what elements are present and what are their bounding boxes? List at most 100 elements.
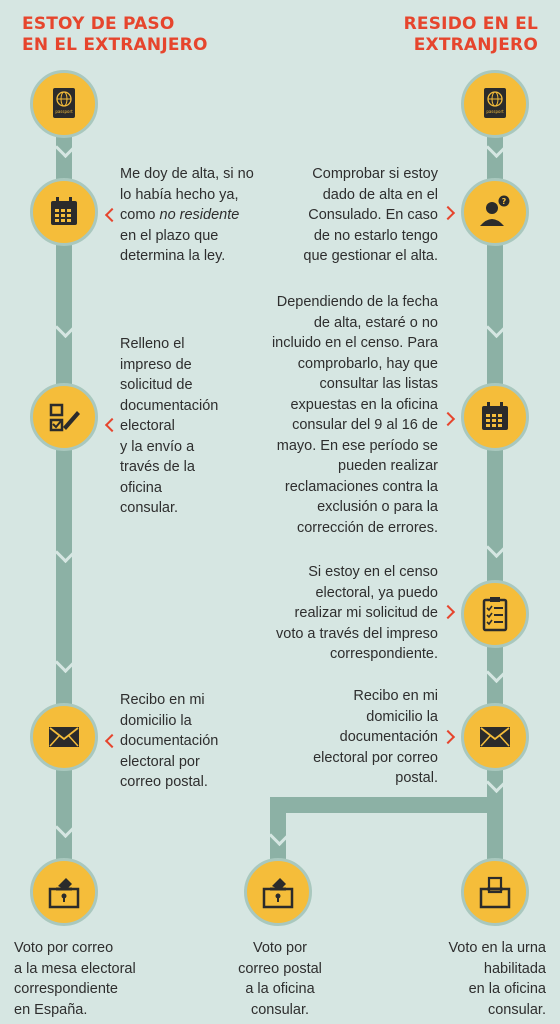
ballot-box-circle-left: [30, 858, 98, 926]
text-line: documentación: [120, 733, 219, 749]
text-line: correo postal.: [120, 774, 208, 790]
pointer-arrow: [440, 604, 456, 620]
text-line: través de la: [120, 459, 195, 475]
left-title-line-2: EN EL EXTRANJERO: [22, 35, 208, 55]
pointer-arrow: [440, 729, 456, 745]
left-step-1-text: Me doy de alta, si no lo había hecho ya,…: [120, 164, 254, 267]
text-line: correspondiente.: [329, 646, 438, 662]
text-line: Si estoy en el censo: [308, 564, 438, 580]
text-line: comprobarlo, hay que: [297, 355, 438, 372]
text-line: que gestionar el alta.: [303, 248, 438, 264]
connector-horizontal: [270, 797, 503, 813]
text-line: solicitud de: [120, 377, 193, 393]
text-line: correspondiente: [14, 981, 118, 997]
form-pen-icon: [49, 403, 80, 432]
right-title-line-2: EXTRANJERO: [413, 35, 538, 55]
outcome-center-text: Voto por correo postal a la oficina cons…: [215, 938, 345, 1020]
text-line: en la oficina: [468, 981, 546, 997]
right-title-line-1: RESIDO EN EL: [403, 14, 538, 34]
text-line: correo postal: [238, 960, 322, 977]
form-circle-left: [30, 383, 98, 451]
right-step-1-text: Comprobar si estoy dado de alta en el Co…: [303, 164, 438, 267]
text-line: pueden realizar: [338, 458, 438, 474]
text-line: consular.: [250, 1001, 310, 1018]
right-track: [487, 120, 503, 865]
text-line: lo había hecho ya,: [120, 186, 239, 203]
passport-label: passport: [55, 109, 73, 114]
right-column-title: RESIDO EN EL EXTRANJERO: [404, 14, 538, 56]
text-line: reclamaciones contra la: [284, 478, 438, 495]
text-line: domicilio la: [120, 712, 192, 729]
text-line: Voto por correo: [14, 940, 114, 956]
text-line: consular.: [487, 1001, 546, 1018]
left-step-2-text: Relleno el impreso de solicitud de docum…: [120, 334, 218, 519]
text-line: como no residente: [120, 207, 240, 223]
ballot-box-icon: [479, 876, 511, 909]
envelope-icon: [49, 727, 79, 747]
left-column-title: ESTOY DE PASO EN EL EXTRANJERO: [22, 14, 208, 56]
text-line: expuestas en la oficina: [290, 396, 438, 413]
text-line: determina la ley.: [120, 248, 226, 264]
text-line: dado de alta en el: [322, 186, 438, 203]
text-line: electoral: [120, 418, 175, 434]
calendar-icon: [51, 197, 77, 225]
pointer-arrow: [104, 417, 120, 433]
outcome-right-text: Voto en la urna habilitada en la oficina…: [448, 938, 546, 1020]
text-line: a la oficina: [245, 981, 315, 997]
text-line: consular del 9 al 16 de: [292, 417, 438, 433]
pointer-arrow: [104, 207, 120, 223]
ballot-box-circle-right: [461, 858, 529, 926]
envelope-icon: [480, 727, 510, 747]
right-step-4-text: Recibo en mi domicilio la documentación …: [313, 686, 438, 789]
passport-icon: passport: [53, 88, 75, 118]
clipboard-checklist-icon: [482, 597, 508, 632]
envelope-circle-right: [461, 703, 529, 771]
passport-label: passport: [486, 109, 504, 114]
text-line: voto a través del impreso: [276, 625, 438, 642]
calendar-circle-left: [30, 178, 98, 246]
text-line: en España.: [14, 1001, 88, 1018]
text-line: consular.: [120, 500, 179, 516]
text-line: Voto por: [252, 940, 307, 956]
question-person-circle-right: ?: [461, 178, 529, 246]
text-line: documentación: [120, 397, 219, 414]
text-line: Consulado. En caso: [308, 207, 438, 223]
text-line: Recibo en mi: [353, 688, 438, 704]
text-line: Recibo en mi: [120, 692, 205, 708]
checklist-circle-right: [461, 580, 529, 648]
text-line: mayo. En ese período se: [276, 437, 438, 454]
text-line: de no estarlo tengo: [313, 227, 438, 244]
passport-circle-left: passport: [30, 70, 98, 138]
text-line: Me doy de alta, si no: [120, 166, 254, 182]
text-line: y la envío a: [120, 438, 195, 455]
left-track: [56, 120, 72, 865]
text-line: exclusión o para la: [317, 499, 438, 515]
text-line: oficina: [120, 479, 162, 496]
left-title-line-1: ESTOY DE PASO: [22, 14, 175, 34]
ballot-box-circle-center: [244, 858, 312, 926]
text-line: postal.: [395, 770, 438, 786]
calendar-circle-right: [461, 383, 529, 451]
calendar-icon: [482, 402, 508, 430]
text-line: a la mesa electoral: [14, 960, 136, 977]
person-question-icon: ?: [480, 195, 510, 226]
svg-text:?: ?: [502, 197, 507, 206]
text-line: domicilio la: [366, 708, 438, 725]
text-line: electoral por: [120, 753, 200, 770]
italic-term: no residente: [159, 207, 240, 223]
passport-icon: passport: [484, 88, 506, 118]
text-line: en el plazo que: [120, 227, 219, 244]
text-line: impreso de: [120, 356, 192, 373]
text-line: habilitada: [483, 960, 546, 977]
text-line: incluido en el censo. Para: [271, 335, 438, 351]
right-step-3-text: Si estoy en el censo electoral, ya puedo…: [276, 562, 438, 665]
pointer-arrow: [440, 411, 456, 427]
left-step-3-text: Recibo en mi domicilio la documentación …: [120, 690, 218, 793]
text-line: electoral por correo: [313, 749, 438, 766]
text-line: de alta, estaré o no: [313, 314, 438, 331]
ballot-box-lock-icon: [48, 878, 80, 909]
text-line: Comprobar si estoy: [312, 166, 438, 182]
passport-circle-right: passport: [461, 70, 529, 138]
envelope-circle-left: [30, 703, 98, 771]
text-line: Voto en la urna: [448, 940, 546, 956]
